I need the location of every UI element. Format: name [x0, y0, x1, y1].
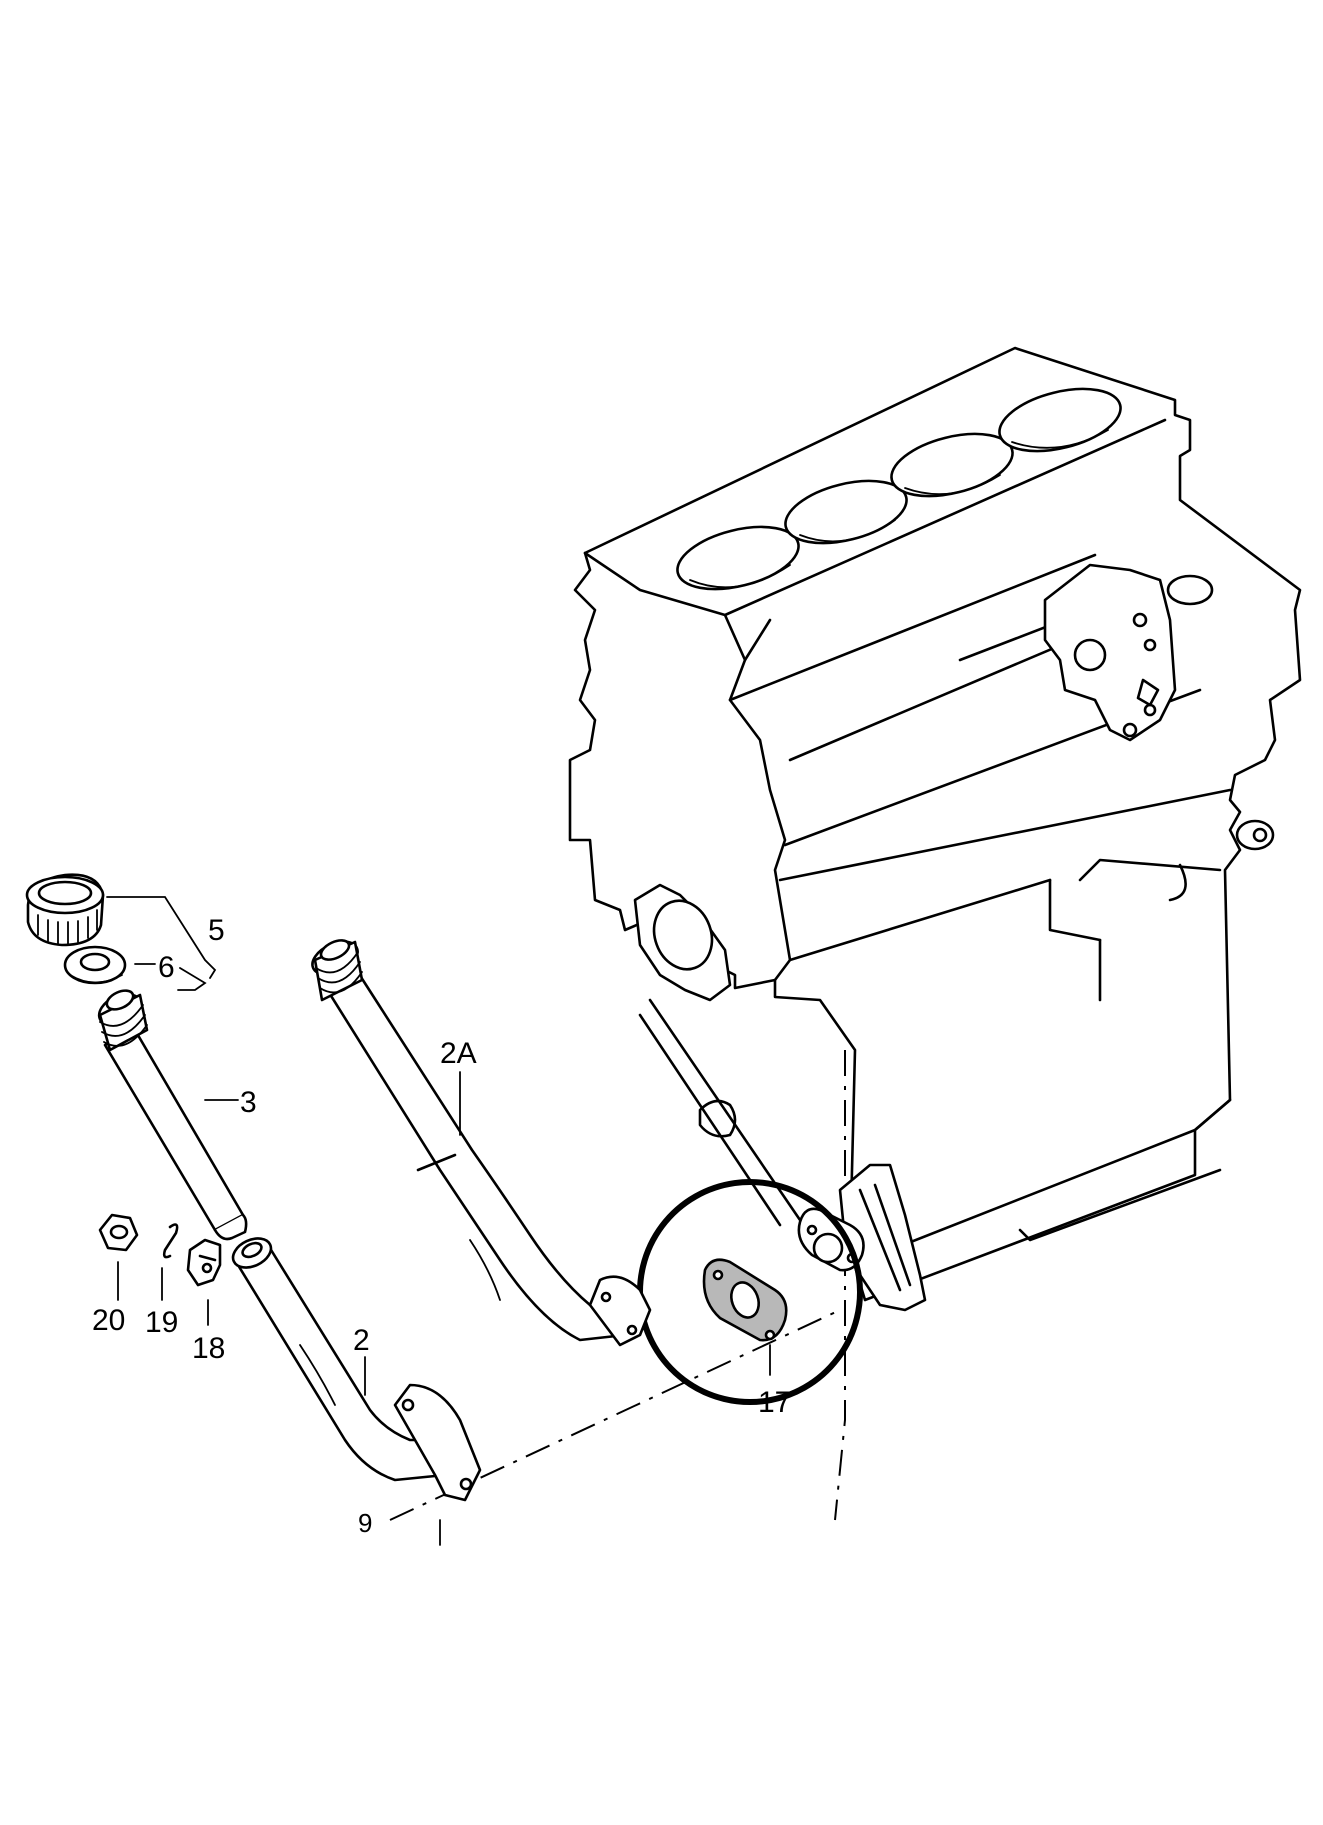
callout-6[interactable]: 6	[158, 951, 175, 984]
callout-19[interactable]: 19	[145, 1306, 178, 1339]
part-2a-tube[interactable]	[307, 935, 652, 1347]
callout-3[interactable]: 3	[240, 1086, 257, 1119]
callout-18[interactable]: 18	[192, 1332, 225, 1365]
part-20-nut[interactable]	[98, 1213, 139, 1252]
leader-5	[106, 896, 217, 991]
cylinder-bore-4	[998, 387, 1122, 453]
part-19-clip[interactable]	[162, 1223, 179, 1259]
callout-2a[interactable]: 2A	[440, 1037, 477, 1070]
callout-9[interactable]: 9	[358, 1508, 372, 1538]
engine-block	[568, 346, 1302, 1521]
part-2-tube[interactable]	[228, 1233, 482, 1502]
center-line-vertical	[834, 1050, 846, 1521]
part-6-seal[interactable]	[63, 945, 127, 985]
callout-20[interactable]: 20	[92, 1304, 125, 1337]
center-line-diagonal	[389, 1309, 841, 1521]
part-5-cap[interactable]	[25, 873, 105, 947]
part-18-clamp[interactable]	[186, 1238, 222, 1287]
callout-2[interactable]: 2	[353, 1324, 370, 1357]
callout-5[interactable]: 5	[208, 914, 225, 947]
part-3-tube[interactable]	[94, 987, 248, 1241]
part-17-gasket[interactable]	[702, 1207, 865, 1342]
callout-17[interactable]: 17	[758, 1386, 791, 1419]
